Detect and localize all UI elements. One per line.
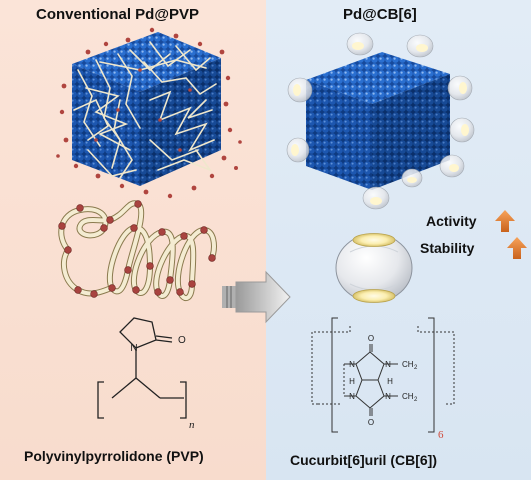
- cb6-dotted-link-right: [417, 326, 455, 405]
- stability-up-arrow: [507, 237, 527, 259]
- pvp-atom-n: N: [130, 343, 137, 354]
- pvp-polymer-mesh: [73, 41, 217, 179]
- pd-cb6-title: Pd@CB[6]: [343, 6, 417, 23]
- cb6-left-bracket: [331, 317, 338, 433]
- cb6-cube-top-face: [306, 52, 450, 104]
- pvp-caption: Polyvinylpyrrolidone (PVP): [24, 448, 204, 464]
- cb6-atom-n-2: N: [385, 360, 391, 369]
- cb6-structure: [311, 317, 455, 433]
- cb6-methylene-bottom: CH: [402, 392, 414, 401]
- cube-front-face: [72, 64, 140, 186]
- cb6-atom-h-2: H: [387, 377, 393, 386]
- cb6-dotted-link-left: [311, 326, 351, 405]
- cb6-subscript-6: 6: [438, 429, 444, 441]
- cb6-methylene-top-sub: 2: [414, 365, 418, 371]
- cb6-caption: Cucurbit[6]uril (CB[6]): [290, 452, 437, 468]
- pd-pvp-title: Conventional Pd@PVP: [36, 6, 199, 23]
- right-bracket: [180, 381, 187, 419]
- backbone-left: [111, 377, 137, 399]
- cb6-atom-n-4: N: [385, 392, 391, 401]
- cube-side-face: [140, 58, 221, 186]
- pd-pvp-nanocube: [56, 27, 242, 199]
- cb6-cube-side-face: [372, 74, 450, 190]
- pyrrolidone-ring: [119, 317, 157, 349]
- cb6-methylene-top: CH: [402, 360, 414, 369]
- pvp-atom-o: O: [178, 335, 186, 346]
- cb6-right-bracket: [428, 317, 435, 433]
- pvp-polymer-beads: [56, 27, 242, 199]
- transfer-arrow: [222, 270, 291, 324]
- activity-label: Activity: [426, 213, 477, 229]
- pvp-subscript-n: n: [189, 419, 195, 431]
- pvp-polymer-chain: [58, 200, 217, 302]
- cb6-atom-o-bottom: O: [368, 418, 374, 427]
- glycoluril-upper-ring: [355, 351, 385, 381]
- cb6-atom-n-1: N: [349, 360, 355, 369]
- carbonyl-bond: [155, 339, 173, 343]
- cb6-atom-o-top: O: [368, 334, 374, 343]
- cb6-bottom-portal: [352, 289, 396, 303]
- pvp-structure: [97, 317, 187, 419]
- pd-cb6-nanocube: [286, 32, 475, 210]
- cube-top-face: [72, 32, 221, 92]
- cb6-atom-h-1: H: [349, 377, 355, 386]
- activity-up-arrow: [495, 210, 515, 232]
- stability-label: Stability: [420, 240, 475, 256]
- glycoluril-lower-ring: [355, 379, 385, 409]
- cb6-cube-front-face: [306, 80, 372, 190]
- cb6-methylene-bottom-sub: 2: [414, 397, 418, 403]
- cb6-top-portal: [352, 233, 396, 247]
- cb6-atom-n-3: N: [349, 392, 355, 401]
- cb6-adsorbed-rings: [286, 32, 475, 210]
- cb6-molecule: [335, 233, 413, 303]
- left-bracket: [97, 381, 104, 419]
- backbone-right: [135, 377, 161, 399]
